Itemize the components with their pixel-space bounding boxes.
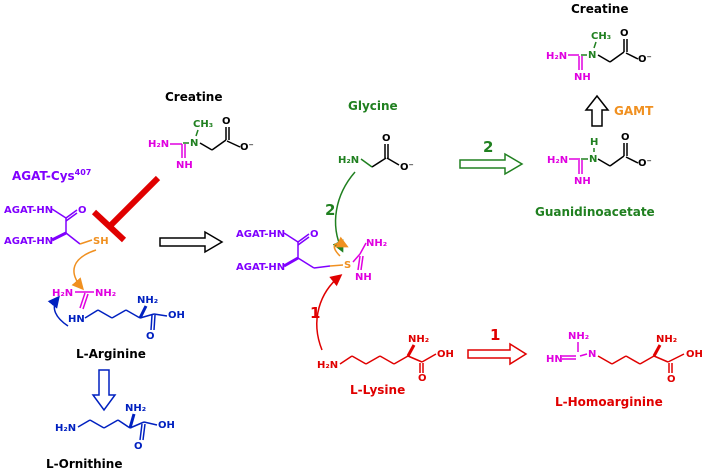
atom-o: O (134, 441, 143, 452)
atom-o: O (78, 205, 87, 216)
agat-cys-label: AGAT-Cys407 (12, 168, 91, 183)
atom-agat-hn-2: AGAT-HN (4, 236, 53, 247)
creatine-top-molecule: H₂N NH N CH₃ O O⁻ (546, 28, 652, 83)
l-arginine-molecule: H₂N NH₂ HN NH₂ OH O (52, 288, 185, 342)
arginine-to-ornithine-arrow (91, 369, 117, 412)
atom-n: N (589, 154, 597, 165)
atom-nh2-alpha: NH₂ (656, 334, 677, 345)
atom-o: O (621, 132, 630, 143)
atom-n: N (588, 349, 596, 360)
atom-h2n: H₂N (547, 155, 568, 166)
atom-o-minus: O⁻ (638, 54, 652, 65)
center-transfer-arrow (159, 230, 224, 254)
l-homoarginine-label: L-Homoarginine (555, 395, 663, 409)
atom-nh: NH (574, 176, 591, 187)
atom-nh: NH (355, 272, 372, 283)
atom-s: S (344, 260, 351, 271)
atom-o: O (667, 374, 676, 385)
atom-oh: OH (158, 420, 175, 431)
atom-h2n: H₂N (55, 423, 76, 434)
atom-o: O (222, 116, 231, 127)
lysine-to-homoarginine-arrow (467, 342, 528, 366)
step-2-arrow-label: 2 (483, 138, 493, 156)
l-homoarginine-molecule: NH₂ HN N NH₂ OH O (546, 331, 703, 385)
atom-oh: OH (168, 310, 185, 321)
atom-nh2: NH₂ (125, 403, 146, 414)
atom-o: O (418, 373, 427, 384)
atom-oh: OH (686, 349, 703, 360)
atom-h2n: H₂N (317, 360, 338, 371)
atom-sh: SH (93, 236, 109, 247)
guanidinoacetate-molecule: H₂N NH N H O O⁻ (547, 132, 652, 187)
l-ornithine-molecule: H₂N NH₂ OH O (55, 403, 175, 452)
intermediate-orange-arrow (333, 236, 349, 257)
atom-h2n: H₂N (546, 51, 567, 62)
l-arginine-label: L-Arginine (76, 347, 146, 361)
glycine-label: Glycine (348, 99, 398, 113)
step-2-curve-label: 2 (325, 201, 335, 219)
l-ornithine-label: L-Ornithine (46, 457, 122, 471)
atom-nh2-guan: NH₂ (568, 331, 589, 342)
atom-oh: OH (437, 349, 454, 360)
guanidinoacetate-label: Guanidinoacetate (535, 205, 655, 219)
gamt-arrow (584, 94, 610, 127)
atom-o: O (310, 229, 319, 240)
gamt-label: GAMT (614, 104, 654, 118)
atom-ch3: CH₃ (193, 119, 213, 130)
l-lysine-molecule: H₂N NH₂ OH O (317, 334, 454, 384)
atom-nh2: NH₂ (408, 334, 429, 345)
creatine-left-molecule: H₂N NH N CH₃ O O⁻ (148, 116, 254, 171)
atom-o-minus: O⁻ (638, 158, 652, 169)
glycine-attack-arrow (332, 171, 356, 253)
atom-nh2-guan: NH₂ (95, 288, 116, 299)
atom-hn: HN (68, 314, 85, 325)
inhibition-arrow (91, 175, 161, 243)
attack-arrow-blue (47, 295, 69, 327)
atom-o-minus: O⁻ (240, 142, 254, 153)
agat-intermediate-molecule: AGAT-HN AGAT-HN O S NH₂ NH (236, 229, 387, 283)
atom-h: H (590, 137, 598, 148)
atom-nh: NH (574, 72, 591, 83)
atom-n: N (190, 138, 198, 149)
attack-arrow-orange (71, 249, 97, 291)
atom-agat-hn-1: AGAT-HN (236, 229, 285, 240)
atom-agat-hn-2: AGAT-HN (236, 262, 285, 273)
creatine-left-label: Creatine (165, 90, 223, 104)
step-1-arrow-label: 1 (490, 326, 500, 344)
atom-agat-hn-1: AGAT-HN (4, 205, 53, 216)
agat-cys-molecule: AGAT-HN AGAT-HN O SH (4, 205, 109, 247)
glycine-to-guanidinoacetate-arrow (459, 152, 524, 176)
atom-nh2-alpha: NH₂ (137, 295, 158, 306)
atom-hn: HN (546, 354, 563, 365)
atom-o: O (620, 28, 629, 39)
atom-n: N (588, 50, 596, 61)
atom-ch3: CH₃ (591, 31, 611, 42)
step-1-curve-label: 1 (310, 304, 320, 322)
atom-h2n: H₂N (338, 155, 359, 166)
creatine-top-label: Creatine (571, 2, 629, 16)
atom-h2n: H₂N (52, 288, 73, 299)
atom-o-minus: O⁻ (400, 162, 414, 173)
l-lysine-label: L-Lysine (350, 383, 405, 397)
lysine-attack-arrow (316, 274, 343, 351)
glycine-molecule: H₂N O O⁻ (338, 133, 414, 173)
atom-nh: NH (176, 160, 193, 171)
atom-nh2: NH₂ (366, 238, 387, 249)
atom-h2n: H₂N (148, 139, 169, 150)
atom-o: O (382, 133, 391, 144)
atom-o: O (146, 331, 155, 342)
